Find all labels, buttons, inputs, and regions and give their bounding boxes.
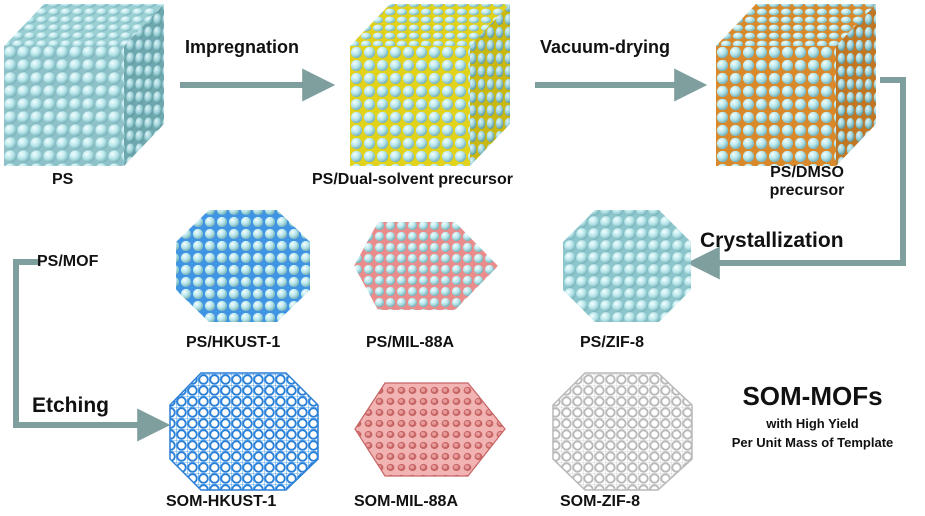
ps-dmso-cube-icon (716, 4, 876, 166)
som-mil-88a-framework-icon (354, 382, 506, 477)
ps-dmso-label: PS/DMSO precursor (743, 164, 871, 199)
som-hkust-1-label: SOM-HKUST-1 (166, 493, 277, 510)
ps-zif-8-label: PS/ZIF-8 (580, 334, 645, 351)
etching-arrow (13, 259, 171, 442)
ps-hkust-1-polyhedron-icon (176, 210, 310, 322)
som-zif-8-framework-icon (552, 372, 693, 491)
etching-step-label: Etching (32, 394, 109, 417)
crystallization-step-label: Crystallization (700, 229, 844, 252)
ps-mil-88a-label: PS/MIL-88A (366, 334, 455, 351)
ps-cube-icon (4, 4, 164, 166)
ps-mof-label: PS/MOF (37, 253, 99, 270)
per-unit-mass-line: Per Unit Mass of Template (731, 434, 894, 450)
crystallization-arrow (686, 77, 906, 280)
ps-dmso-label-line-2: precursor (769, 181, 845, 199)
som-mofs-summary: SOM-MOFs with High Yield Per Unit Mass o… (700, 382, 925, 450)
ps-label: PS (52, 171, 74, 188)
ps-mil-88a-polyhedron-icon (354, 222, 498, 310)
ps-dual-solvent-label: PS/Dual-solvent precursor (312, 171, 513, 188)
vacuum-drying-step-label: Vacuum-drying (540, 37, 671, 57)
impregnation-step-label: Impregnation (185, 37, 300, 57)
som-mil-88a-label: SOM-MIL-88A (354, 493, 458, 510)
ps-zif-8-polyhedron-icon (563, 210, 691, 322)
ps-dual-solvent-cube-icon (350, 4, 510, 166)
som-hkust-1-framework-icon (169, 372, 319, 491)
ps-dmso-label-line-1: PS/DMSO (770, 164, 844, 181)
ps-hkust-1-label: PS/HKUST-1 (186, 334, 281, 351)
som-mofs-title: SOM-MOFs (742, 381, 883, 411)
high-yield-line: with High Yield (766, 415, 859, 431)
som-zif-8-label: SOM-ZIF-8 (560, 493, 640, 510)
